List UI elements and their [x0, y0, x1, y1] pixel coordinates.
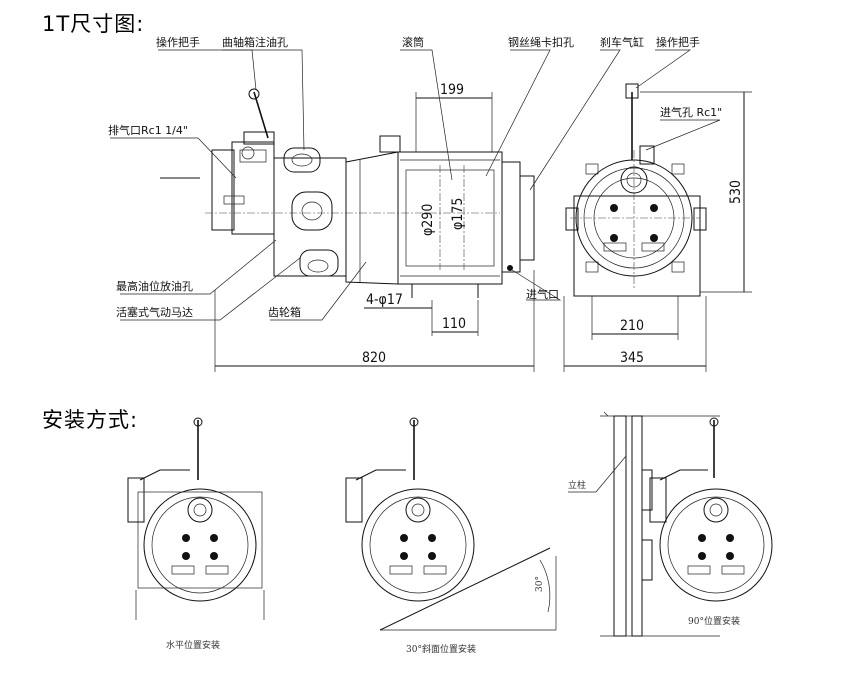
caption-vertical: 90°位置安装	[688, 615, 740, 627]
callout-wire-rope-clamp-hole: 钢丝绳卡扣孔	[508, 35, 574, 49]
front-view	[563, 83, 752, 372]
incline-angle: 30°	[535, 576, 545, 592]
mount-horizontal	[127, 417, 265, 620]
dim-530: 530	[728, 180, 744, 204]
leader-lines	[110, 49, 721, 321]
callout-operating-handle-left: 操作把手	[156, 35, 200, 49]
section1-title: 1T尺寸图:	[42, 12, 145, 36]
callout-operating-handle-right: 操作把手	[656, 35, 700, 49]
side-view	[160, 88, 535, 372]
caption-horizontal: 水平位置安装	[166, 639, 220, 651]
callout-exhaust-port: 排气口Rc1 1/4"	[108, 123, 188, 137]
dim-210: 210	[620, 318, 644, 334]
callout-crankcase-oil-fill: 曲轴箱注油孔	[222, 35, 288, 49]
dim-820: 820	[362, 350, 386, 366]
dim-345: 345	[620, 350, 644, 366]
dim-110: 110	[442, 316, 466, 332]
mount-vertical	[568, 411, 773, 637]
caption-inclined: 30°斜面位置安装	[406, 643, 476, 655]
dim-199: 199	[440, 82, 464, 98]
mount-inclined	[345, 417, 557, 631]
callout-brake-cylinder: 刹车气缸	[600, 35, 644, 49]
callout-drum: 滚筒	[402, 35, 424, 49]
dim-bolts: 4-φ17	[366, 292, 403, 308]
callout-air-inlet: 进气口	[526, 287, 559, 301]
callout-air-inlet-hole: 进气孔 Rc1"	[660, 105, 722, 119]
callout-gearbox: 齿轮箱	[268, 305, 301, 319]
dim-phi-290: φ290	[420, 204, 436, 236]
dim-phi-175: φ175	[450, 198, 466, 230]
label-column: 立柱	[568, 479, 586, 491]
callout-max-oil-drain: 最高油位放油孔	[116, 279, 193, 293]
section2-title: 安装方式:	[42, 408, 139, 432]
callout-piston-air-motor: 活塞式气动马达	[116, 305, 193, 319]
